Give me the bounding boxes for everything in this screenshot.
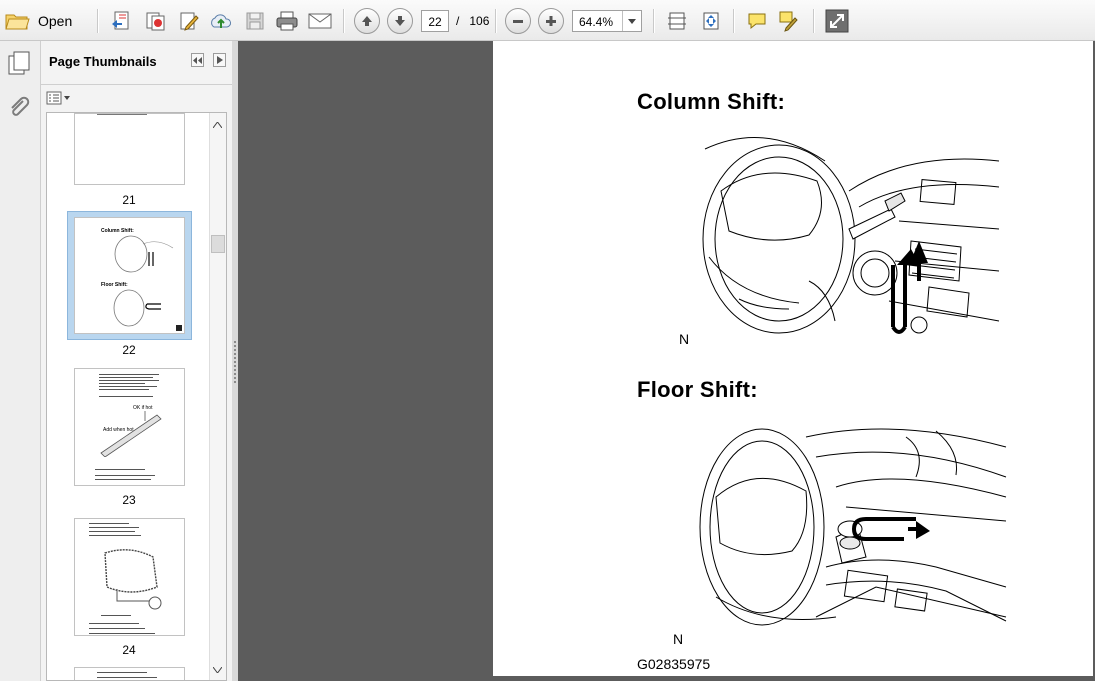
edit-pencil-icon — [180, 12, 199, 31]
folder-icon — [4, 10, 30, 32]
thumbnail-number: 21 — [122, 193, 136, 207]
toolbar-separator — [733, 9, 735, 33]
envelope-icon — [308, 13, 332, 29]
save-disk-icon — [246, 12, 264, 30]
fit-window-icon — [703, 12, 719, 30]
document-page: Column Shift: — [493, 41, 1093, 676]
full-page-button[interactable] — [697, 7, 725, 35]
upload-button[interactable] — [207, 7, 235, 35]
document-view: Column Shift: — [238, 41, 1095, 681]
chevron-right-icon — [216, 56, 223, 64]
page-count: / 106 — [456, 14, 489, 28]
email-button[interactable] — [306, 7, 334, 35]
attachments-tab[interactable] — [8, 96, 30, 121]
thumbnail-number: 23 — [122, 493, 136, 507]
splitter-grip[interactable] — [234, 341, 236, 385]
highlight-button[interactable] — [775, 7, 803, 35]
panel-splitter[interactable] — [232, 41, 238, 681]
column-shift-heading: Column Shift: — [637, 89, 786, 114]
arrow-up-icon — [362, 16, 372, 26]
expand-panel-button[interactable] — [213, 53, 226, 67]
figure-id-label: G02835975 — [637, 656, 711, 672]
main-toolbar: Open — [0, 0, 1095, 41]
floor-shift-heading: Floor Shift: — [637, 377, 758, 402]
thumbnail-page-24[interactable] — [74, 518, 185, 636]
scrollbar-thumb[interactable] — [211, 235, 225, 253]
thumbnail-number: 22 — [122, 343, 136, 357]
total-pages: 106 — [469, 14, 490, 28]
thumbnail-illustration — [113, 289, 161, 327]
zoom-out-button[interactable] — [505, 8, 531, 34]
zoom-in-button[interactable] — [538, 8, 564, 34]
panel-divider — [41, 84, 232, 85]
thumbnail-page-22[interactable]: Column Shift: Floor Shift: — [74, 217, 185, 334]
page-thumbnails-tab[interactable] — [7, 50, 31, 79]
scroll-up-icon[interactable] — [212, 117, 223, 131]
thumbnail-list: 21 Column Shift: Floor Shift: 22 — [46, 112, 227, 681]
double-chevron-left-icon — [193, 56, 202, 64]
thumbnail-page-23[interactable]: OK if hot Add when hot — [74, 368, 185, 486]
collapse-panel-button[interactable] — [191, 53, 204, 67]
thumbnail-page-25[interactable] — [74, 667, 185, 680]
open-label: Open — [38, 13, 73, 29]
scroll-down-icon[interactable] — [212, 662, 223, 676]
chevron-down-icon[interactable] — [622, 11, 641, 31]
toolbar-separator — [495, 9, 497, 33]
create-pdf-icon — [112, 11, 129, 30]
toolbar-separator — [97, 9, 99, 33]
toolbar-separator — [813, 9, 815, 33]
thumbnail-marker — [176, 325, 182, 331]
next-page-button[interactable] — [387, 8, 413, 34]
full-screen-button[interactable] — [823, 7, 851, 35]
expand-icon — [825, 9, 849, 33]
create-pdf-button[interactable] — [107, 7, 135, 35]
fit-page-icon — [668, 12, 686, 30]
page-separator: / — [456, 14, 460, 28]
print-button[interactable] — [273, 7, 301, 35]
cloud-upload-icon — [211, 14, 231, 28]
floor-shift-illustration — [699, 428, 1007, 626]
zoom-level-select[interactable]: 64.4% — [572, 10, 642, 32]
page-thumbnails-panel: Page Thumbnails 21 Column Shift: — [41, 41, 233, 681]
thumbnail-illustration — [100, 411, 162, 457]
fit-width-button[interactable] — [663, 7, 691, 35]
highlighter-icon — [779, 11, 798, 32]
thumbnail-number: 24 — [122, 643, 136, 657]
thumbnail-label: OK if hot — [133, 405, 153, 411]
pages-icon — [8, 51, 30, 75]
open-button[interactable]: Open — [4, 7, 84, 35]
zoom-value: 64.4% — [579, 15, 614, 29]
thumbnail-page-21[interactable] — [74, 113, 185, 185]
paperclip-icon — [11, 96, 30, 116]
thumbnail-options-button[interactable] — [46, 90, 76, 106]
save-button[interactable] — [241, 7, 269, 35]
toolbar-separator — [653, 9, 655, 33]
comment-button[interactable] — [743, 7, 771, 35]
printer-icon — [276, 11, 298, 31]
combine-files-button[interactable] — [141, 7, 169, 35]
speech-bubble-icon — [748, 13, 766, 30]
floor-shift-n-label: N — [673, 631, 684, 647]
navigation-rail — [0, 41, 41, 681]
page-number-input[interactable]: 22 — [421, 10, 449, 32]
combine-files-icon — [146, 12, 165, 31]
column-shift-n-label: N — [679, 331, 690, 347]
plus-icon — [546, 16, 556, 26]
thumbnail-label: Add when hot — [103, 427, 134, 433]
column-shift-illustration — [702, 136, 1000, 334]
thumbnail-illustration — [104, 549, 162, 610]
thumbnail-heading: Floor Shift: — [101, 282, 128, 288]
thumbnail-heading: Column Shift: — [101, 228, 134, 234]
thumbnail-scrollbar[interactable] — [209, 113, 226, 680]
minus-icon — [513, 20, 523, 23]
options-list-icon — [46, 91, 70, 105]
thumbnail-illustration — [114, 235, 174, 273]
previous-page-button[interactable] — [354, 8, 380, 34]
arrow-down-icon — [395, 16, 405, 26]
panel-title: Page Thumbnails — [49, 54, 157, 69]
edit-pdf-button[interactable] — [175, 7, 203, 35]
toolbar-separator — [343, 9, 345, 33]
